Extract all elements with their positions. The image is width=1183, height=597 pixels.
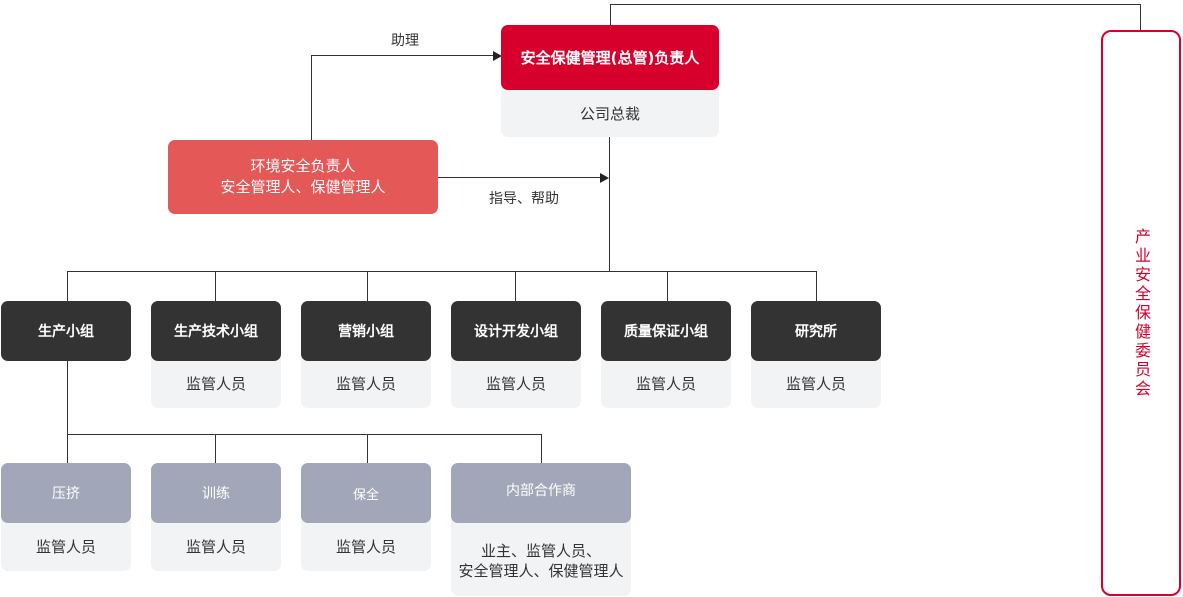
environment-line1: 环境安全负责人 xyxy=(250,157,356,175)
environment-box: 环境安全负责人 安全管理人、保健管理人 xyxy=(168,140,438,214)
connector-group-1 xyxy=(67,271,68,302)
connector-top-up xyxy=(610,4,611,26)
subgroup-maintenance: 保全 xyxy=(301,463,431,523)
arrow-guidance-icon xyxy=(600,173,609,183)
group-production-label: 生产小组 xyxy=(38,324,94,340)
committee-label: 产业安全保健委员会 xyxy=(1132,227,1151,399)
connector-production-down xyxy=(67,361,68,464)
group-marketing: 营销小组 xyxy=(301,301,431,361)
group-design-sub-label: 监管人员 xyxy=(485,375,546,393)
group-research: 研究所 xyxy=(751,301,881,361)
group-quality-sub-label: 监管人员 xyxy=(635,375,696,393)
connector-guidance xyxy=(438,177,601,178)
subgroup-partner-sub-line2: 安全管理人、保健管理人 xyxy=(458,562,624,580)
group-tech-sub-label: 监管人员 xyxy=(185,375,246,393)
connector-subgroup-2 xyxy=(215,434,216,464)
subgroup-training-sub-label: 监管人员 xyxy=(185,537,246,556)
connector-committee-down xyxy=(1140,4,1141,31)
subgroup-training: 训练 xyxy=(151,463,281,523)
connector-group-6 xyxy=(816,271,817,302)
connector-trunk xyxy=(609,137,610,272)
group-marketing-sub-label: 监管人员 xyxy=(335,375,396,393)
arrow-assistant-icon xyxy=(493,51,502,61)
subgroup-partner-sub: 业主、监管人员、 安全管理人、保健管理人 xyxy=(451,512,631,596)
group-quality-label: 质量保证小组 xyxy=(624,324,708,340)
top-role-subtitle: 公司总裁 xyxy=(579,104,640,123)
connector-assistant-up xyxy=(311,55,312,141)
top-role-title-box: 安全保健管理(总管)负责人 xyxy=(501,25,719,90)
subgroup-maintenance-sub-label: 监管人员 xyxy=(335,537,396,556)
group-research-label: 研究所 xyxy=(795,324,837,340)
connector-top-to-committee xyxy=(610,4,1141,5)
connector-groups-bar xyxy=(67,271,817,272)
subgroup-partner: 内部合作商 xyxy=(451,463,631,523)
committee-box: 产业安全保健委员会 xyxy=(1101,30,1181,596)
subgroup-press-label: 压挤 xyxy=(52,486,80,502)
subgroup-press: 压挤 xyxy=(1,463,131,523)
group-production: 生产小组 xyxy=(1,301,131,361)
connector-assistant xyxy=(311,55,494,56)
connector-group-3 xyxy=(367,271,368,302)
subgroup-partner-label: 内部合作商 xyxy=(506,483,576,499)
group-tech: 生产技术小组 xyxy=(151,301,281,361)
connector-subgroups-bar xyxy=(67,434,542,435)
assistant-label: 助理 xyxy=(391,33,419,49)
environment-line2: 安全管理人、保健管理人 xyxy=(220,178,386,196)
connector-subgroup-3 xyxy=(367,434,368,464)
subgroup-maintenance-label: 保全 xyxy=(352,487,379,503)
group-research-sub-label: 监管人员 xyxy=(785,375,846,393)
connector-group-5 xyxy=(667,271,668,302)
guidance-label: 指导、帮助 xyxy=(489,191,559,207)
connector-group-4 xyxy=(515,271,516,302)
subgroup-training-label: 训练 xyxy=(202,486,230,502)
group-design: 设计开发小组 xyxy=(451,301,581,361)
subgroup-partner-sub-line1: 业主、监管人员、 xyxy=(480,542,601,560)
group-design-label: 设计开发小组 xyxy=(474,324,558,340)
group-quality: 质量保证小组 xyxy=(601,301,731,361)
top-role-title: 安全保健管理(总管)负责人 xyxy=(520,49,700,67)
group-tech-label: 生产技术小组 xyxy=(174,324,258,340)
connector-subgroup-4 xyxy=(541,434,542,464)
connector-group-2 xyxy=(215,271,216,302)
group-marketing-label: 营销小组 xyxy=(338,324,394,340)
subgroup-press-sub-label: 监管人员 xyxy=(35,537,96,556)
